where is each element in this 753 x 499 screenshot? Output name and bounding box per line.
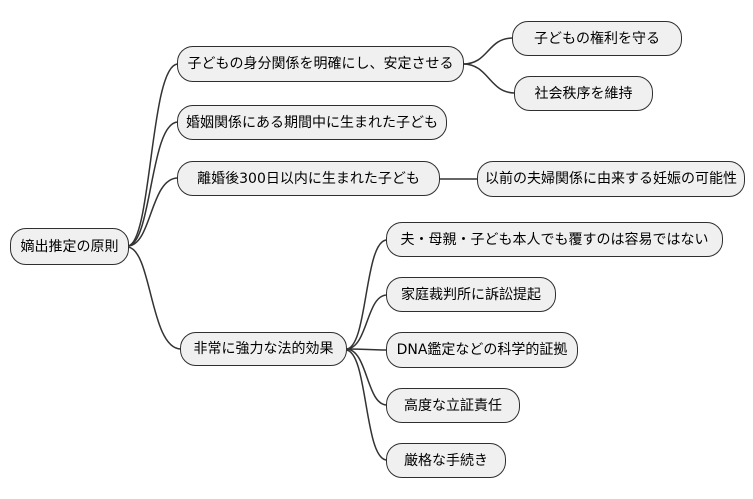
edge-root-to-strong-legal-effect [127, 246, 182, 350]
edge-effect-to-dna-evidence [345, 348, 388, 351]
node-high-burden-of-proof: 高度な立証責任 [386, 388, 520, 423]
edge-effect-to-strict-procedure [345, 349, 388, 461]
node-strict-procedure: 厳格な手続き [386, 443, 506, 478]
edge-clarify-to-maintain-social-order [462, 63, 516, 94]
edge-effect-to-family-court-suit [345, 294, 388, 350]
node-protect-child-rights: 子どもの権利を守る [512, 21, 682, 56]
edge-effect-to-hard-to-overturn [345, 239, 388, 350]
node-strong-legal-effect: 非常に強力な法的効果 [180, 332, 347, 366]
node-dna-evidence: DNA鑑定などの科学的証拠 [386, 332, 578, 368]
node-root: 嫡出推定の原則 [10, 228, 129, 265]
edge-root-to-born-within-300-days [127, 177, 179, 247]
node-hard-to-overturn: 夫・母親・子ども本人でも覆すのは容易ではない [386, 222, 723, 257]
node-family-court-suit: 家庭裁判所に訴訟提起 [386, 277, 556, 312]
edge-clarify-to-protect-child-rights [462, 37, 514, 65]
edge-effect-to-high-burden-of-proof [345, 348, 388, 406]
node-born-within-300-days: 離婚後300日以内に生まれた子ども [177, 161, 440, 196]
node-born-during-marriage: 婚姻関係にある期間中に生まれた子ども [177, 105, 447, 140]
node-clarify-status: 子どもの身分関係を明確にし、安定させる [177, 46, 464, 82]
edge-root-to-born-during-marriage [127, 121, 179, 247]
node-pregnancy-from-previous-marriage: 以前の夫婦関係に由来する妊娠の可能性 [477, 161, 745, 197]
node-maintain-social-order: 社会秩序を維持 [514, 76, 653, 111]
edge-root-to-clarify-status [127, 63, 179, 247]
